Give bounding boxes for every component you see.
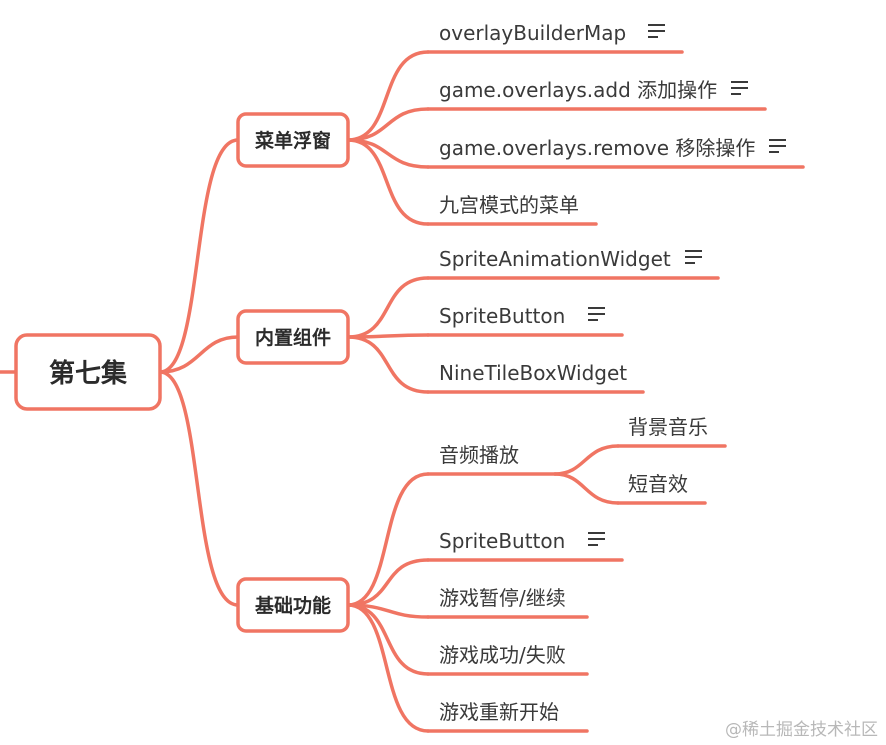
leaf-audio-2[interactable]: 短音效: [628, 472, 688, 496]
group-node-basic[interactable]: 基础功能: [236, 577, 350, 633]
leaf-basic-2[interactable]: SpriteButton: [439, 529, 565, 553]
leaf-audio-1[interactable]: 背景音乐: [628, 415, 708, 439]
watermark: @稀土掘金技术社区: [725, 720, 878, 740]
note-icons: [588, 24, 786, 546]
leaf-widgets-2[interactable]: SpriteButton: [439, 304, 565, 328]
leaf-basic-4[interactable]: 游戏成功/失败: [439, 643, 566, 667]
leaf-basic-3[interactable]: 游戏暂停/继续: [439, 586, 566, 610]
root-node[interactable]: 第七集: [14, 333, 162, 411]
group-node-menu[interactable]: 菜单浮窗: [236, 112, 350, 168]
branch-root-widgets: [158, 335, 240, 374]
branch-menu-1: [346, 50, 430, 142]
root-node-label: 第七集: [49, 358, 128, 389]
note-icon[interactable]: [685, 250, 702, 264]
group-node-basic-box: [236, 577, 350, 633]
branch-root-basic: [158, 370, 240, 607]
leaf-menu-1[interactable]: overlayBuilderMap: [439, 21, 626, 45]
group-node-widgets[interactable]: 内置组件: [236, 309, 350, 365]
note-icon[interactable]: [731, 81, 748, 95]
leaf-menu-4[interactable]: 九宫模式的菜单: [439, 193, 579, 217]
branch-widgets-1: [346, 276, 430, 339]
branch-audio-2: [553, 472, 620, 505]
note-icon[interactable]: [769, 139, 786, 153]
branch-basic-2: [346, 558, 430, 607]
leaf-menu-2[interactable]: game.overlays.add 添加操作: [439, 78, 717, 102]
group-node-menu-box: [236, 112, 350, 168]
note-icon[interactable]: [588, 307, 605, 321]
branch-menu-2: [346, 107, 430, 142]
note-icon[interactable]: [648, 24, 665, 38]
group-node-widgets-box: [236, 309, 350, 365]
branch-lines: [0, 50, 620, 733]
branch-root-menu: [158, 138, 240, 374]
leaf-menu-3[interactable]: game.overlays.remove 移除操作: [439, 136, 755, 160]
group-node-menu-label: 菜单浮窗: [254, 129, 331, 152]
leaf-widgets-1[interactable]: SpriteAnimationWidget: [439, 247, 671, 271]
branch-audio-1: [553, 444, 620, 476]
leaf-labels: overlayBuilderMap game.overlays.add 添加操作…: [439, 21, 755, 724]
root-node-box: [14, 333, 162, 411]
leaf-widgets-3[interactable]: NineTileBoxWidget: [439, 361, 627, 385]
group-node-widgets-label: 内置组件: [255, 326, 331, 349]
branch-widgets-3: [346, 335, 430, 394]
node-underlines: [426, 50, 805, 733]
branch-basic-1: [346, 472, 430, 607]
branch-menu-4: [346, 138, 430, 226]
group-node-basic-label: 基础功能: [254, 594, 331, 617]
leaf-basic-1[interactable]: 音频播放: [439, 443, 519, 467]
leaf-basic-5[interactable]: 游戏重新开始: [439, 700, 559, 724]
note-icon[interactable]: [588, 532, 605, 546]
branch-basic-5: [346, 603, 430, 733]
